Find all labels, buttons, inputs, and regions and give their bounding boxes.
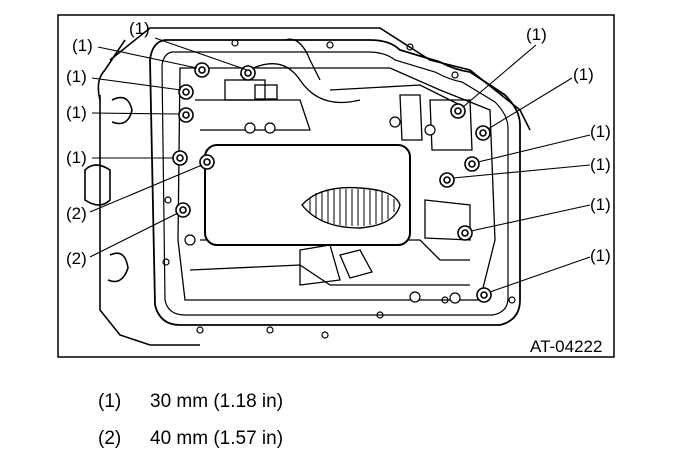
strainer-hatch — [309, 189, 395, 226]
callout-2-b: (2) — [66, 249, 87, 268]
legend-text: 30 mm (1.18 in) — [150, 391, 284, 412]
legend-key: (1) — [98, 391, 122, 412]
callout-1-g: (1) — [573, 65, 594, 84]
legend-text: 40 mm (1.57 in) — [150, 428, 284, 449]
callout-1-c: (1) — [66, 67, 87, 86]
callout-1-k: (1) — [590, 246, 611, 265]
callout-1-j: (1) — [590, 195, 611, 214]
callout-1-f: (1) — [526, 25, 547, 44]
figure-id-box — [528, 336, 612, 356]
legend-key: (2) — [98, 428, 122, 449]
legend-row-2: (2) 40 mm (1.57 in) — [98, 428, 283, 450]
callout-1-i: (1) — [590, 155, 611, 174]
pan-flange — [149, 39, 521, 326]
callout-1-b: (1) — [72, 36, 93, 55]
callout-1-h: (1) — [590, 122, 611, 141]
callout-1-a: (1) — [129, 19, 150, 38]
figure-frame — [57, 14, 615, 358]
callout-1-d: (1) — [66, 103, 87, 122]
callout-1-e: (1) — [66, 148, 87, 167]
flange-holes — [162, 39, 516, 339]
figure-id: AT-04222 — [530, 337, 602, 356]
callout-2-a: (2) — [66, 204, 87, 223]
legend-row-1: (1) 30 mm (1.18 in) — [98, 391, 283, 413]
pan-flange-inner — [161, 51, 509, 316]
leader-lines — [89, 37, 591, 293]
bolts-type-2 — [175, 154, 215, 218]
minor-bolts — [184, 116, 461, 304]
